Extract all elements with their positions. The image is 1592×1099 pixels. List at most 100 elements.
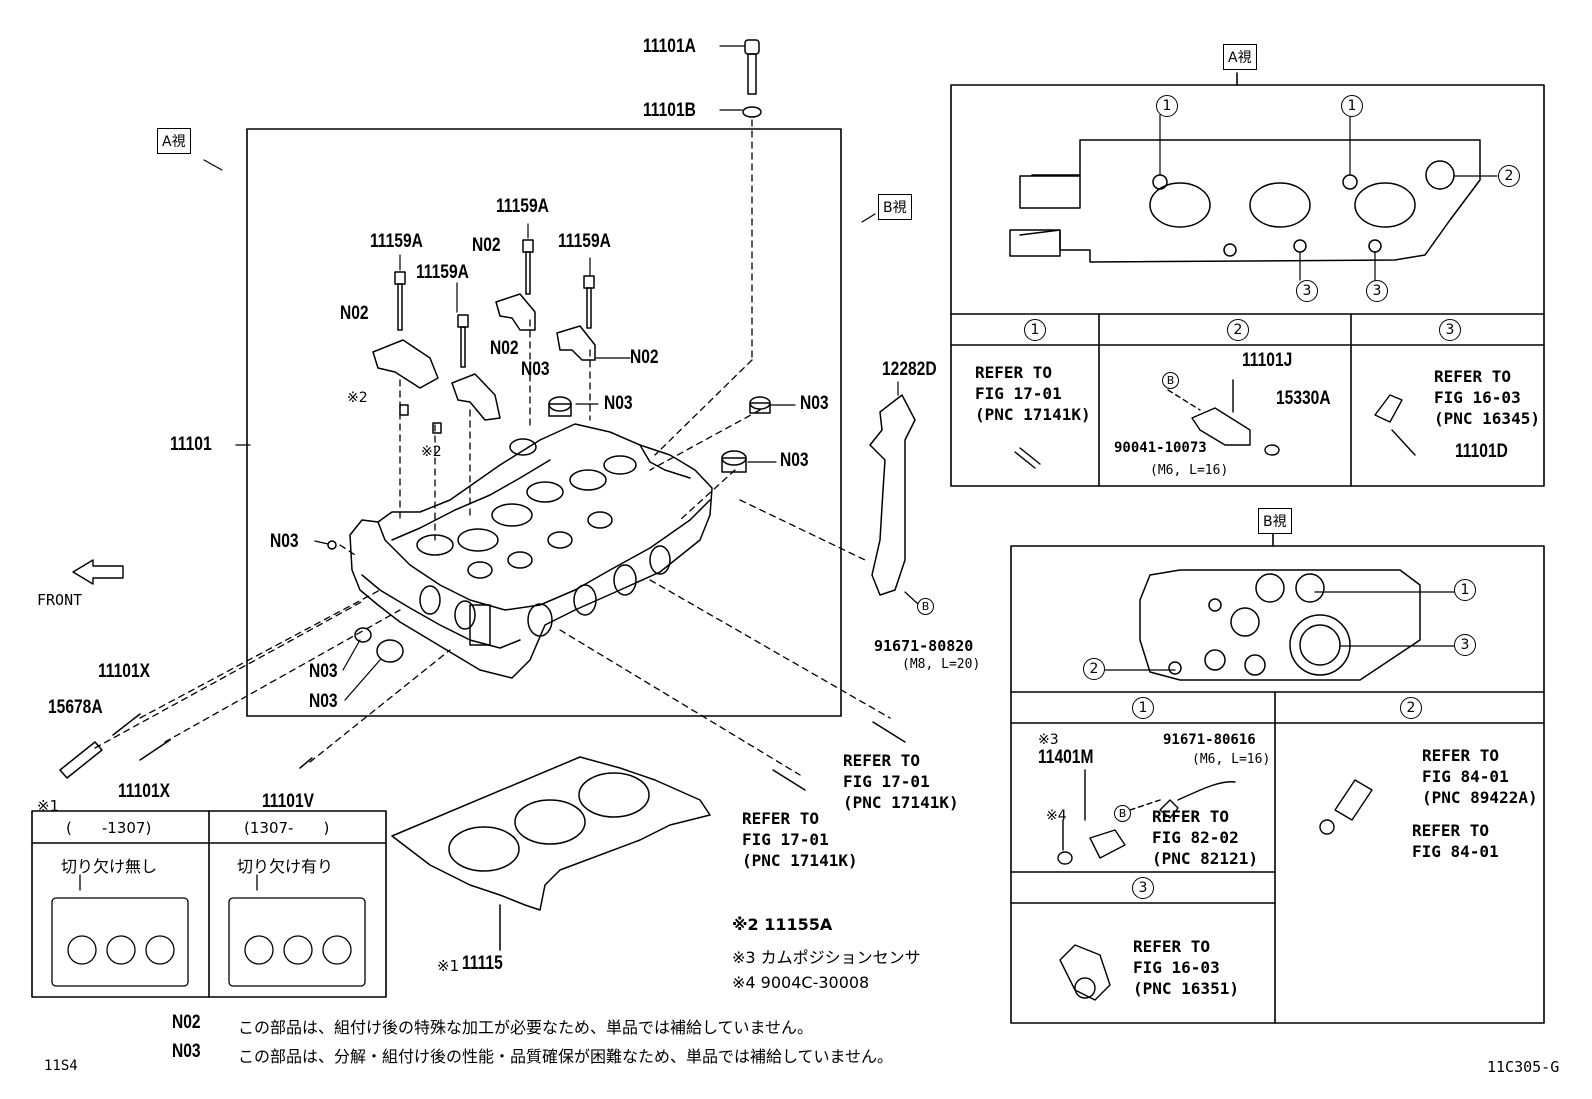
label-N02: N02 (340, 303, 369, 324)
label-11115: 11115 (462, 953, 503, 974)
label-N03: N03 (521, 359, 550, 380)
label-N03: N03 (309, 691, 338, 712)
label-11101: 11101 (170, 434, 212, 455)
note-n02-code: N02 (172, 1012, 201, 1033)
view-a-callout-3: 3 (1366, 280, 1388, 302)
view-b-tag: B視 (878, 194, 912, 220)
label-11101X: 11101X (118, 781, 171, 802)
refer-fig-16-03-view-b[interactable]: REFER TO FIG 16-03 (PNC 16351) (1133, 937, 1239, 998)
note-n03-text: この部品は、分解・組付け後の性能・品質確保が困難なため、単品では補給していません… (238, 1047, 894, 1066)
label-N02: N02 (472, 235, 501, 256)
label-11159A: 11159A (558, 231, 611, 252)
seals-and-plugs (327, 396, 771, 663)
note-mark4: ※4 9004C-30008 (732, 973, 870, 992)
bolt-91671-80616: 91671-80616 (1163, 732, 1256, 748)
cylinder-head-drawing (349, 423, 713, 679)
view-a-callout-1: 1 (1341, 95, 1363, 117)
label-11101D: 11101D (1455, 441, 1508, 462)
view-b-leaders (1104, 591, 1456, 671)
view-a-head-drawing (1009, 139, 1481, 263)
view-a-callout-3: 3 (1296, 280, 1318, 302)
view-a-callout-1: 1 (1156, 95, 1178, 117)
mark-note3: ※3 (1038, 732, 1059, 748)
view-b-title: B視 (1258, 508, 1292, 534)
head-bolt (742, 39, 762, 118)
mark-note1-table: ※1 (37, 797, 60, 815)
bolt-90041-10073: 90041-10073 (1114, 440, 1207, 456)
view-a-frame (950, 84, 1545, 487)
label-11101A: 11101A (643, 36, 696, 57)
label-11101B: 11101B (643, 100, 696, 121)
refer-fig-17-01-lower[interactable]: REFER TO FIG 17-01 (PNC 17141K) (742, 809, 858, 870)
bolt-spec-90041: (M6, L=16) (1150, 463, 1229, 478)
label-11401M: 11401M (1038, 747, 1094, 768)
mark-note1: ※1 (437, 957, 460, 975)
front-label: FRONT (37, 591, 83, 609)
label-leaders (203, 45, 919, 701)
view-b-frame (1010, 545, 1545, 1024)
bearing-caps (372, 293, 596, 421)
note-mark2: ※2 11155A (732, 915, 833, 934)
variant-col2-head: (1307- ) (244, 819, 330, 837)
label-N03: N03 (309, 661, 338, 682)
variant-col1-text: 切り欠け無し (61, 857, 158, 876)
view-b-callout-2: 2 (1083, 658, 1105, 680)
variant-col1-head: ( -1307) (66, 819, 152, 837)
label-N03: N03 (270, 531, 299, 552)
view-a-col-2-head: 2 (1227, 319, 1249, 341)
footer-right-code: 11C305-G (1487, 1058, 1560, 1076)
view-b-col-1-head: 1 (1132, 697, 1154, 719)
label-11101X: 11101X (98, 661, 151, 682)
label-15330A: 15330A (1276, 388, 1331, 409)
refer-fig-84-01[interactable]: REFER TO FIG 84-01 (1412, 821, 1499, 861)
label-12282D: 12282D (882, 359, 937, 380)
bolt-91671-80820: 91671-80820 (874, 637, 974, 655)
view-a-col-1-head: 1 (1024, 319, 1046, 341)
label-N03: N03 (780, 450, 809, 471)
refer-fig-16-03-view-a[interactable]: REFER TO FIG 16-03 (PNC 16345) (1434, 367, 1540, 428)
label-11159A: 11159A (370, 231, 423, 252)
main-assembly-frame (246, 128, 842, 717)
gasket-variants-drawings (51, 874, 366, 987)
label-N03: N03 (604, 393, 633, 414)
front-arrow (72, 559, 124, 585)
bolt-spec-80616: (M6, L=16) (1192, 752, 1271, 767)
timing-guide-12282D (869, 394, 916, 596)
studs (59, 713, 906, 791)
mark-note2: ※2 (421, 444, 442, 460)
refer-fig-82-02[interactable]: REFER TO FIG 82-02 (PNC 82121) (1152, 807, 1258, 868)
view-b-table-parts (1057, 769, 1373, 1001)
bolt-spec-80820: (M8, L=20) (902, 657, 981, 672)
variant-col2-text: 切り欠け有り (237, 857, 334, 876)
cap-bolts (394, 239, 595, 368)
footer-left-code: 11S4 (44, 1058, 78, 1074)
mark-note4: ※4 (1046, 808, 1067, 824)
head-gasket-11115 (391, 756, 711, 951)
refer-fig-17-01-upper[interactable]: REFER TO FIG 17-01 (PNC 17141K) (843, 751, 959, 812)
view-b-callout-1: 1 (1454, 579, 1476, 601)
label-11101J: 11101J (1242, 350, 1293, 371)
view-b-head-drawing (1139, 569, 1421, 681)
label-11159A: 11159A (496, 196, 549, 217)
mark-note2: ※2 (347, 390, 368, 406)
note-n02-text: この部品は、組付け後の特殊な加工が必要なため、単品では補給していません。 (238, 1018, 814, 1037)
circle-b-marker: B (1114, 805, 1131, 822)
label-N02: N02 (630, 347, 659, 368)
label-11159A: 11159A (416, 262, 469, 283)
view-b-col-2-head: 2 (1400, 697, 1422, 719)
label-N02: N02 (490, 338, 519, 359)
view-a-callout-2: 2 (1498, 165, 1520, 187)
refer-fig-84-01-pnc[interactable]: REFER TO FIG 84-01 (PNC 89422A) (1422, 746, 1538, 807)
label-15678A: 15678A (48, 697, 103, 718)
circle-b-marker: B (917, 598, 934, 615)
view-a-tag: A視 (157, 128, 191, 154)
view-b-col-3-head: 3 (1132, 877, 1154, 899)
circle-b-marker: B (1162, 372, 1179, 389)
view-a-leaders (1159, 114, 1498, 281)
note-n03-code: N03 (172, 1041, 201, 1062)
refer-fig-17-01-view-a[interactable]: REFER TO FIG 17-01 (PNC 17141K) (975, 363, 1091, 424)
dashed-leaders (94, 119, 891, 776)
view-a-col-3-head: 3 (1439, 319, 1461, 341)
view-a-table-parts (1014, 379, 1416, 469)
